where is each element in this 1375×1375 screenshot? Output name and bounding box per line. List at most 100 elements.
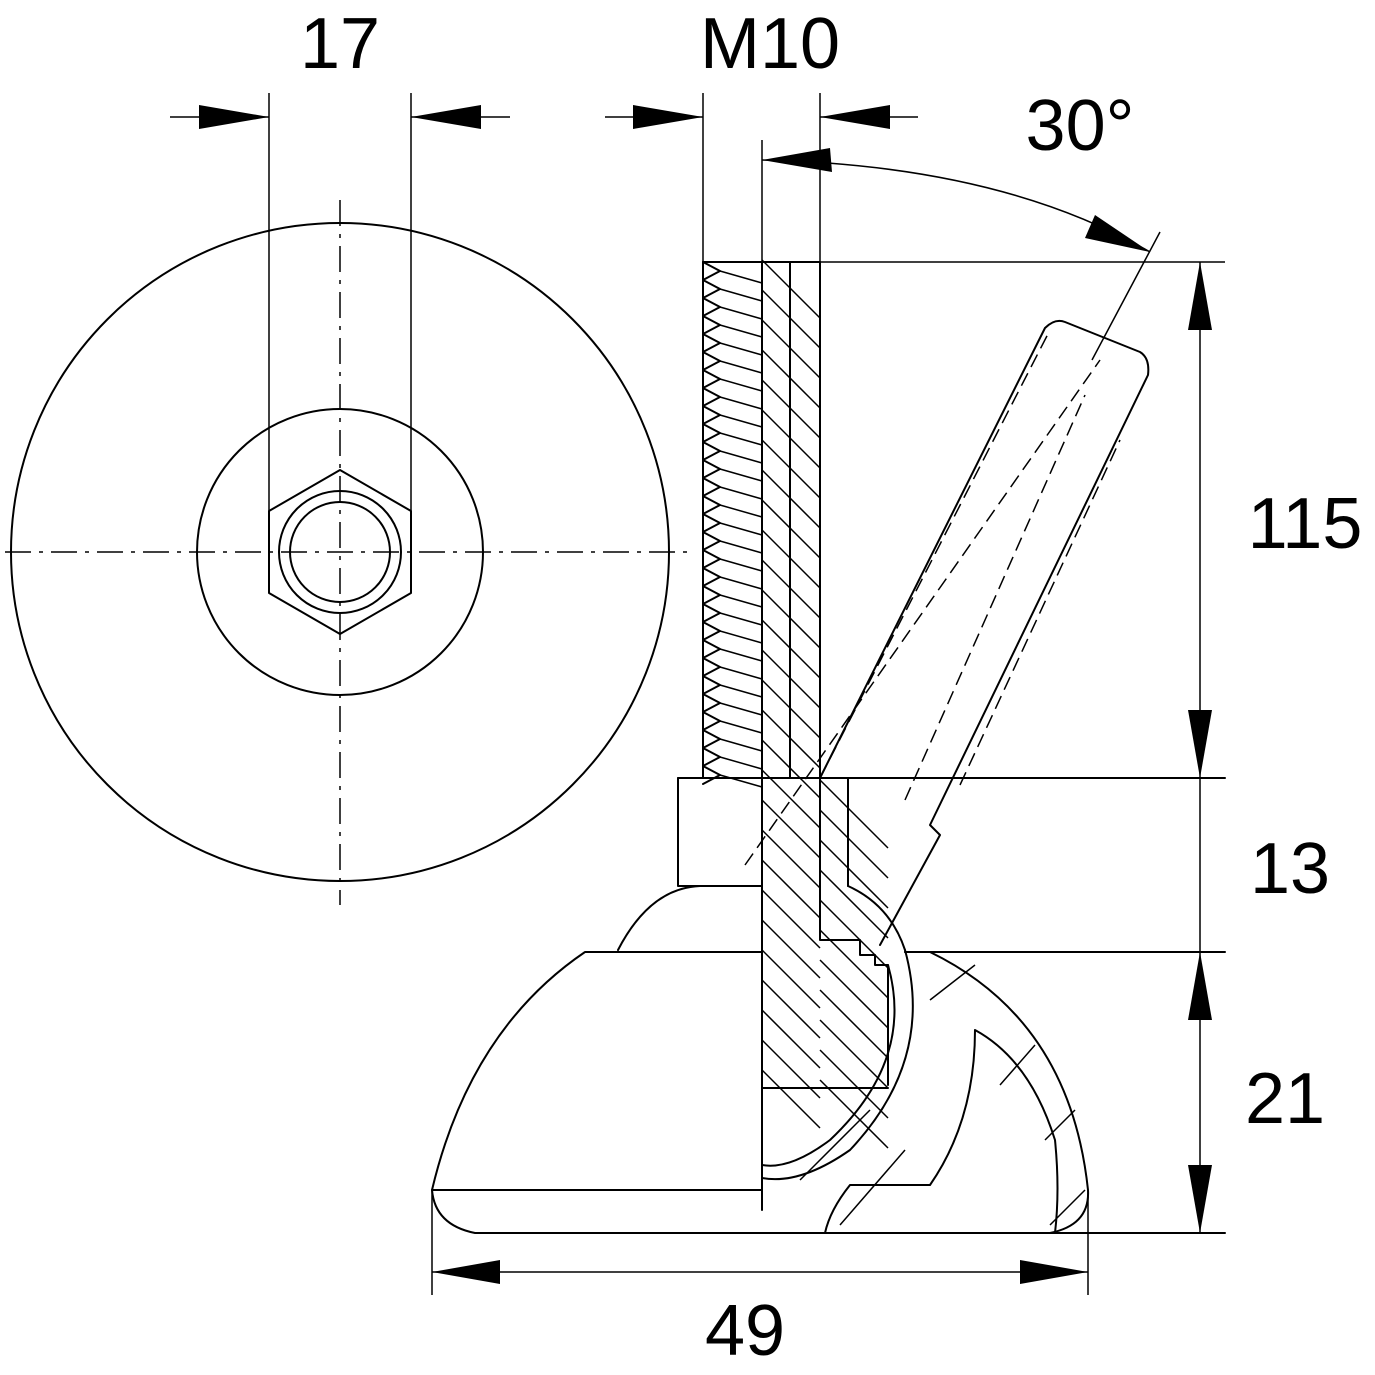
thread-root-line xyxy=(719,306,763,320)
section-hatch-line xyxy=(761,829,821,889)
ball-socket-curve-inner xyxy=(761,964,896,1167)
nut-hatch-line xyxy=(819,1019,889,1089)
stud-arrow-top xyxy=(1188,262,1212,330)
thread-root-line xyxy=(719,450,763,464)
section-hatch-line xyxy=(761,529,821,589)
nut-hatch-line xyxy=(819,839,889,909)
top-view xyxy=(5,93,695,905)
stud-arrow-bottom xyxy=(1188,710,1212,778)
section-hatch-line xyxy=(761,889,821,949)
nut-hatch-line xyxy=(819,779,889,849)
section-hatch-line xyxy=(761,739,821,799)
thread-root-line xyxy=(719,360,763,374)
base-hatch-line xyxy=(839,1149,906,1226)
thread-root-line xyxy=(719,396,763,410)
thread-root-line xyxy=(719,468,763,482)
thread-root-line xyxy=(719,594,763,608)
dimension-lines xyxy=(431,105,1225,1295)
angle-arrow-right xyxy=(1085,215,1150,252)
thread-root-line xyxy=(719,270,763,284)
thread-arrow-right xyxy=(820,105,890,129)
tilted-axis-line xyxy=(1091,231,1161,361)
base-arrow-top xyxy=(1188,952,1212,1020)
nut-height-label: 13 xyxy=(1250,829,1330,909)
thread-root-line xyxy=(719,738,763,752)
thread-root-line xyxy=(719,648,763,662)
section-hatch-line xyxy=(761,259,821,319)
section-hatch-line xyxy=(761,649,821,709)
base-arrow-bottom xyxy=(1188,1165,1212,1233)
section-hatch-line xyxy=(761,439,821,499)
section-hatch-line xyxy=(761,559,821,619)
thread-teeth xyxy=(702,261,721,785)
nut-hatch-line xyxy=(819,899,889,969)
thread-root-line xyxy=(719,324,763,338)
tilted-stud-hidden-1 xyxy=(819,329,1051,779)
base-height-label: 21 xyxy=(1245,1059,1325,1139)
stud-length-label: 115 xyxy=(1248,484,1363,564)
nut-hatch-line xyxy=(819,1049,889,1119)
thread-root-line xyxy=(719,342,763,356)
section-hatch-line xyxy=(761,379,821,439)
thread-root-line xyxy=(719,288,763,302)
section-hatch-line xyxy=(761,1009,821,1069)
thread-root-line xyxy=(719,720,763,734)
section-hatch-line xyxy=(761,589,821,649)
ball-joint-right xyxy=(847,885,906,951)
thread-root-line xyxy=(719,378,763,392)
thread-root-line xyxy=(719,486,763,500)
section-hatch-line xyxy=(761,769,821,829)
base-inner-shell xyxy=(824,1029,1059,1234)
section-hatch-line xyxy=(761,799,821,859)
thread-root-line xyxy=(719,558,763,572)
section-hatch-line xyxy=(761,469,821,529)
hex-arrow-right xyxy=(411,105,481,129)
hex-arrow-left xyxy=(199,105,269,129)
section-hatch-line xyxy=(761,619,821,679)
hex-width-label: 17 xyxy=(300,4,380,84)
section-hatch-line xyxy=(761,679,821,739)
base-hatch-line xyxy=(999,1044,1036,1086)
section-hatch-line xyxy=(761,499,821,559)
thread-root-line xyxy=(719,504,763,518)
hex-nut-body xyxy=(677,777,763,887)
nut-hatch-line xyxy=(819,989,889,1059)
section-hatch-line xyxy=(761,979,821,1039)
section-hatch-line xyxy=(761,919,821,979)
tilted-stud-hidden-4 xyxy=(959,439,1121,786)
tilted-stud-outline xyxy=(819,319,1150,946)
stud-hatching xyxy=(719,259,821,1129)
base-hatching xyxy=(799,964,1086,1226)
section-hatch-line xyxy=(761,349,821,409)
nut-hatch-line xyxy=(819,809,889,879)
thread-root-line xyxy=(719,432,763,446)
tilted-stud-hidden-3 xyxy=(904,394,1086,801)
thread-root-line xyxy=(719,774,763,788)
thread-root-line xyxy=(719,684,763,698)
section-hatch-line xyxy=(761,289,821,349)
side-view xyxy=(431,93,1226,1234)
thread-arrow-left xyxy=(633,105,703,129)
thread-root-line xyxy=(719,702,763,716)
base-hatch-line xyxy=(1049,1189,1086,1226)
thread-root-line xyxy=(719,666,763,680)
thread-root-line xyxy=(719,630,763,644)
section-hatch-line xyxy=(761,409,821,469)
section-hatch-line xyxy=(761,319,821,379)
thread-root-line xyxy=(719,414,763,428)
angle-arrow-left xyxy=(762,148,832,172)
diameter-arrow-left xyxy=(432,1260,500,1284)
nut-right-section xyxy=(819,777,889,1086)
thread-root-line xyxy=(719,540,763,554)
thread-root-line xyxy=(719,756,763,770)
base-hatch-line xyxy=(799,1109,871,1181)
section-hatch-line xyxy=(761,1039,821,1099)
nut-hatch-line xyxy=(819,869,889,939)
nut-hatch-line xyxy=(819,929,889,999)
section-hatch-line xyxy=(761,709,821,769)
thread-root-line xyxy=(719,522,763,536)
thread-label: M10 xyxy=(700,4,840,84)
tilted-stud-hidden-2 xyxy=(744,359,1101,866)
tilt-angle-label: 30° xyxy=(1026,86,1135,166)
